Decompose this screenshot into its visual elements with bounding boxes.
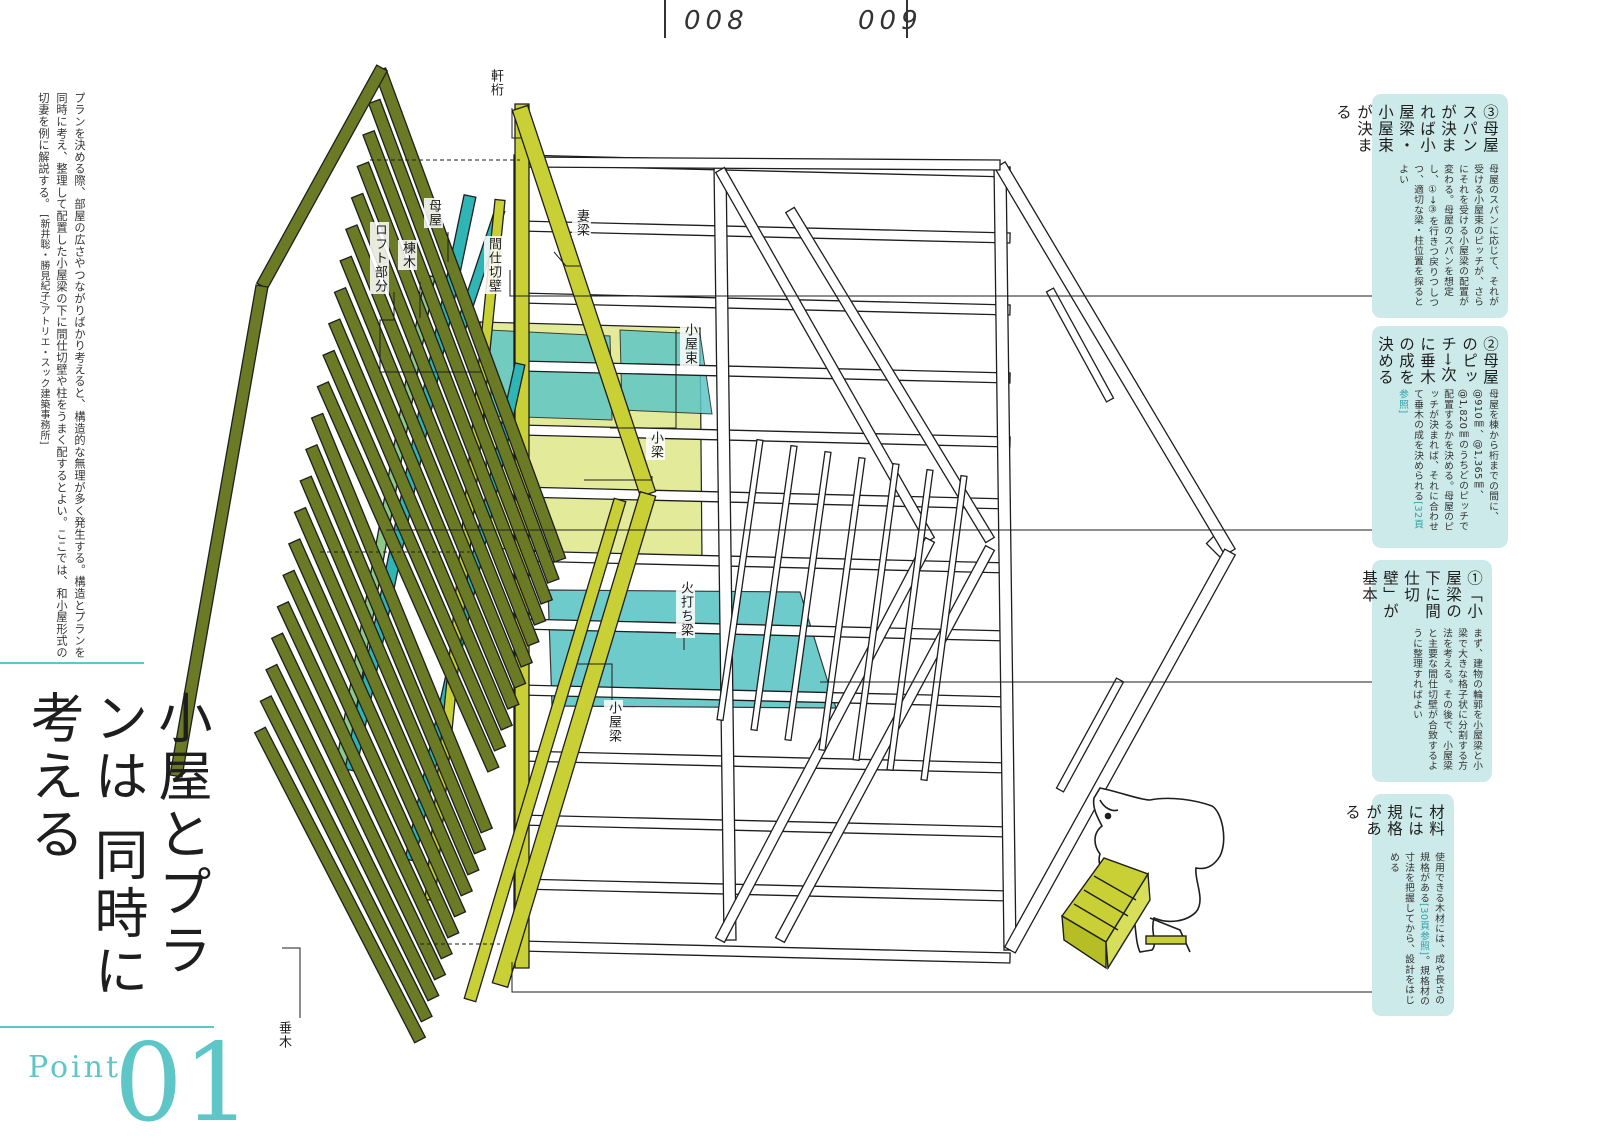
frame-beam bbox=[519, 940, 1011, 964]
rafter bbox=[350, 192, 540, 647]
label-koyabari: 小屋梁 bbox=[604, 700, 623, 744]
note-3-body: 母屋のスパンに応じて、それが受ける小屋束のピッチが、さらにそれを受ける小屋梁の配… bbox=[1397, 164, 1498, 308]
label-loft: ロフト部分 bbox=[370, 222, 389, 294]
rafter bbox=[333, 286, 520, 710]
label-tsumabari: 妻梁 bbox=[572, 208, 591, 238]
note-box-3: ③母屋スパンが決まれば小屋梁・小屋束が決まる 母屋のスパンに応じて、それが受ける… bbox=[1334, 94, 1508, 318]
note-box-0: 材料には規格がある 使用できる木材には、成や長さの規格がある[30頁参照]。規格… bbox=[1343, 794, 1454, 1016]
frame-joist bbox=[818, 456, 866, 752]
frame-beam bbox=[519, 750, 1011, 774]
rafter-side-edge bbox=[169, 284, 269, 778]
rafter bbox=[322, 349, 507, 752]
frame-beam bbox=[519, 878, 1011, 902]
frame-joist bbox=[750, 444, 798, 732]
point-number: 01 bbox=[114, 1021, 252, 1146]
page-number-rule-right bbox=[906, 0, 908, 38]
frame-diagonal bbox=[1055, 677, 1125, 793]
label-taruki: 垂木 bbox=[274, 1020, 293, 1050]
frame-diagonal bbox=[784, 206, 996, 544]
note-2-body: 母屋を棟から桁までの間に、@910㎜、@1,365㎜、@1,820㎜のうちどのピ… bbox=[1412, 388, 1498, 532]
stool-sketch bbox=[1060, 857, 1187, 971]
rafters bbox=[169, 64, 567, 1044]
rafter bbox=[282, 569, 460, 939]
rafter bbox=[305, 443, 487, 855]
frame-joist bbox=[886, 468, 934, 772]
label-nokigeta: 軒桁 bbox=[486, 68, 505, 98]
title-rule-bottom bbox=[0, 1026, 214, 1028]
intro-credit: [新井聡・勝見紀子/アトリエ・スック建築事務所] bbox=[38, 214, 49, 445]
label-hiuchi: 火打ち梁 bbox=[676, 580, 695, 638]
note-1-body: まず、建物の輪郭を小屋梁と小梁で大きな格子状に分割する方法を考える。その後で、小… bbox=[1411, 627, 1482, 771]
frame-joist bbox=[716, 438, 764, 722]
frame-diagonal bbox=[1045, 287, 1115, 403]
frame-diagonal bbox=[714, 166, 936, 544]
eave-beam-front bbox=[463, 497, 627, 1003]
note-2-title: ②母屋のピッチ→次に垂木の成を決める bbox=[1376, 336, 1499, 386]
page-title: 小屋とプランは 同時に考える bbox=[20, 690, 212, 1030]
rafter bbox=[339, 255, 527, 689]
title-rule-top bbox=[0, 662, 144, 664]
frame-edge bbox=[993, 161, 1237, 556]
frame-beam bbox=[519, 814, 1011, 838]
page-number-left: 008 bbox=[684, 6, 749, 36]
rafter bbox=[367, 98, 560, 584]
rafter bbox=[327, 318, 514, 731]
structural-frame bbox=[513, 154, 1237, 964]
note-0-body: 使用できる木材には、成や長さの規格がある bbox=[1418, 851, 1444, 1005]
note-0-ref: [30頁参照] bbox=[1418, 902, 1429, 955]
rafter bbox=[259, 695, 433, 1023]
label-munagi: 棟木 bbox=[398, 240, 417, 270]
rafter bbox=[265, 663, 440, 1002]
note-0-body-post: 。規格材の寸法を把握してから、設計をはじめる bbox=[1388, 851, 1429, 1006]
rafter bbox=[276, 600, 453, 960]
rafter bbox=[293, 506, 474, 897]
note-0-title: 材料には規格がある bbox=[1343, 804, 1445, 837]
rafter bbox=[253, 726, 427, 1044]
note-box-1: ①「小屋梁の下に間仕切壁」が基本 まず、建物の輪郭を小屋梁と小梁で大きな格子状に… bbox=[1360, 560, 1492, 782]
rafter bbox=[299, 475, 480, 876]
rafter bbox=[345, 224, 534, 668]
title-line-1: 小屋とプランは bbox=[85, 690, 212, 980]
rafter bbox=[287, 538, 467, 918]
note-3-title: ③母屋スパンが決まれば小屋梁・小屋束が決まる bbox=[1334, 104, 1499, 154]
rafter bbox=[310, 412, 494, 834]
note-1-title: ①「小屋梁の下に間仕切壁」が基本 bbox=[1360, 570, 1483, 620]
page-number-rule-left bbox=[664, 0, 666, 38]
eave-beam-lower bbox=[491, 490, 657, 989]
label-koyazuka: 小屋束 bbox=[680, 322, 699, 366]
label-kobari: 小梁 bbox=[646, 430, 665, 460]
intro-body: プランを決める際、部屋の広さやつながりばかり考えると、構造的な無理が多く発生する… bbox=[37, 92, 86, 659]
rafter bbox=[316, 381, 500, 773]
frame-edge bbox=[519, 156, 1001, 171]
label-moya: 母屋 bbox=[424, 198, 443, 228]
rafter bbox=[270, 632, 447, 981]
rafter bbox=[356, 161, 547, 626]
label-majikiri: 間仕切壁 bbox=[484, 236, 503, 294]
leader-lines bbox=[282, 108, 1372, 1018]
frame-joist bbox=[920, 474, 968, 782]
frame-edge bbox=[1003, 548, 1237, 954]
intro-text: プランを決める際、部屋の広さやつながりばかり考えると、構造的な無理が多く発生する… bbox=[34, 92, 88, 662]
frame-joist bbox=[784, 450, 832, 742]
frame-joist bbox=[852, 462, 900, 762]
point-label: Point bbox=[28, 1050, 122, 1085]
note-box-2: ②母屋のピッチ→次に垂木の成を決める 母屋を棟から桁までの間に、@910㎜、@1… bbox=[1372, 326, 1508, 548]
nokigeta-beam bbox=[511, 104, 657, 498]
title-line-2: 同時に考える bbox=[21, 690, 148, 1002]
note-2-ref: [32頁参照] bbox=[1397, 388, 1423, 529]
